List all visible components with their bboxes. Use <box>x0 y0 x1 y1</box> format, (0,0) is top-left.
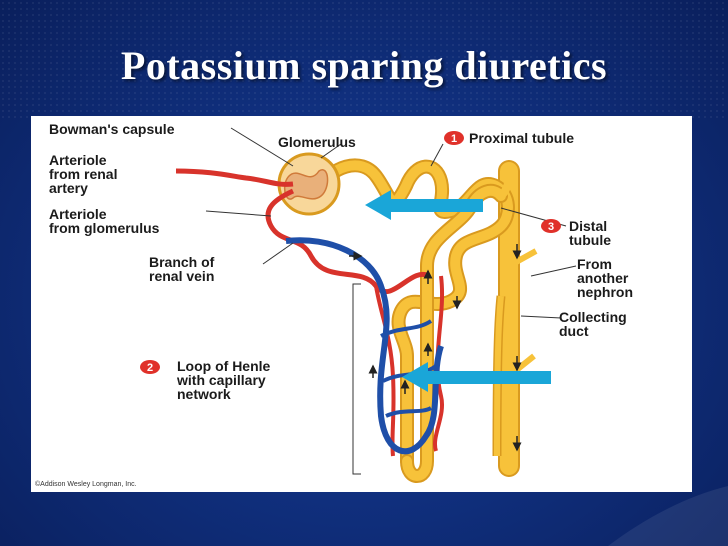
label-arteriole-glom-2: from glomerulus <box>49 220 160 236</box>
label-another-nephron-1: From <box>577 256 612 272</box>
label-loop-henle-3: network <box>177 386 231 402</box>
nephron-diagram-panel: 1 3 2 Bowman's capsule Glomerulus Arteri… <box>31 116 692 492</box>
renal-vein-branch <box>285 237 444 455</box>
label-branch-renal-vein-2: renal vein <box>149 268 214 284</box>
flow-arrows <box>349 244 522 452</box>
highlight-arrow-lower <box>402 362 551 392</box>
badge-1: 1 <box>444 131 464 145</box>
label-loop-henle-1: Loop of Henle <box>177 358 271 374</box>
label-distal-tubule-2: tubule <box>569 232 611 248</box>
slide-title: Potassium sparing diuretics <box>120 43 608 88</box>
label-arteriole-renal-2: from renal <box>49 166 117 182</box>
label-loop-henle-2: with capillary <box>176 372 266 388</box>
badge-3-text: 3 <box>548 221 554 233</box>
label-branch-renal-vein-1: Branch of <box>149 254 215 270</box>
leader-lines <box>205 127 577 475</box>
label-collecting-duct-2: duct <box>559 323 589 339</box>
background-pattern <box>0 0 728 120</box>
label-arteriole-glom-1: Arteriole <box>49 206 107 222</box>
badge-2-text: 2 <box>147 362 153 374</box>
bowmans-capsule <box>277 152 341 216</box>
nephron-diagram: 1 3 2 Bowman's capsule Glomerulus Arteri… <box>35 121 633 488</box>
label-another-nephron-2: another <box>577 270 629 286</box>
label-collecting-duct-1: Collecting <box>559 309 627 325</box>
copyright-text: ©Addison Wesley Longman, Inc. <box>35 480 137 488</box>
label-distal-tubule-1: Distal <box>569 218 607 234</box>
badge-2: 2 <box>140 360 160 374</box>
label-proximal-tubule: Proximal tubule <box>469 130 574 146</box>
badge-3: 3 <box>541 219 561 233</box>
label-glomerulus: Glomerulus <box>278 134 356 150</box>
label-arteriole-renal-3: artery <box>49 180 88 196</box>
arterioles <box>175 168 445 457</box>
label-bowmans-capsule: Bowman's capsule <box>49 121 175 137</box>
decorative-curve <box>608 486 728 546</box>
highlight-arrow-upper <box>365 190 483 220</box>
label-arteriole-renal-1: Arteriole <box>49 152 107 168</box>
label-another-nephron-3: nephron <box>577 284 633 300</box>
badge-1-text: 1 <box>451 133 457 145</box>
